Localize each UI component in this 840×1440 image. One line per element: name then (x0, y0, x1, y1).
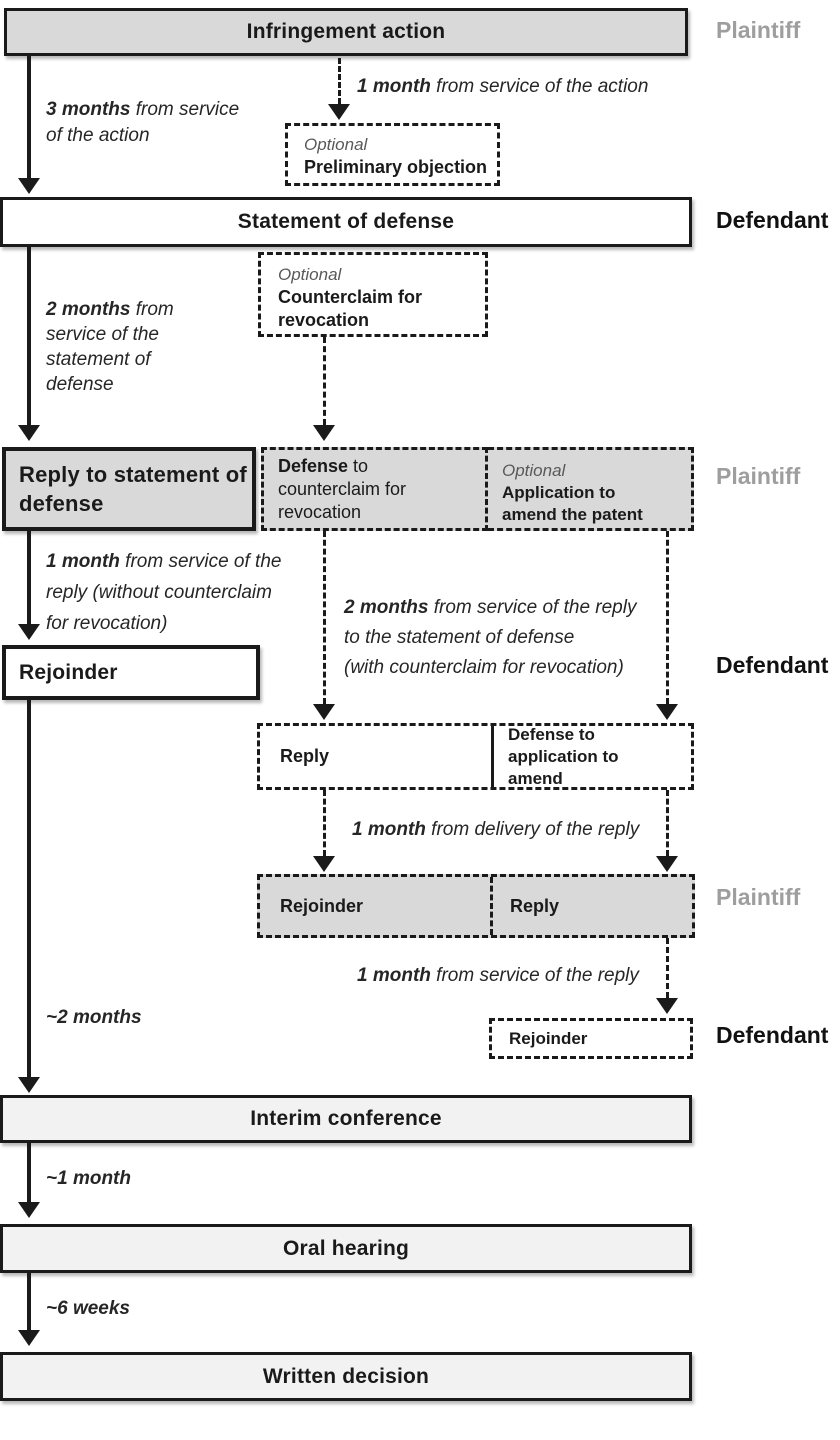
arrowhead-icon (313, 425, 335, 441)
annotation-line: (with counterclaim for revocation) (344, 657, 624, 678)
role-label-plaintiff-1: Plaintiff (716, 17, 801, 43)
annotation-two-months-reply: 2 months from service of the reply to th… (344, 593, 674, 683)
stage-written-decision: Written decision (0, 1352, 692, 1401)
annotation-bold: 2 months (344, 597, 429, 618)
role-label-plaintiff-3: Plaintiff (716, 884, 801, 910)
box-title: Reply (510, 895, 560, 916)
cell-reply: Reply (280, 726, 329, 787)
optional-label: Optional (278, 265, 342, 284)
box-title: Application to amend the patent (502, 483, 643, 524)
box-divider (491, 726, 494, 787)
box-title: Reply (280, 746, 330, 766)
optional-label: Optional (502, 461, 566, 480)
arrowhead-icon (656, 856, 678, 872)
box-preliminary-objection: Optional Preliminary objection (285, 123, 500, 186)
cell-rejoinder: Rejoinder (280, 877, 363, 935)
arrow-line-2 (27, 247, 31, 425)
dashed-line-6 (666, 790, 669, 856)
annotation-bold: 1 month (352, 819, 426, 840)
box-application-to-amend: Optional Application to amend the patent (488, 447, 694, 531)
role-label-defendant-2: Defendant (716, 652, 829, 678)
dashed-line-5 (323, 790, 326, 856)
annotation-approx-six-weeks: ~6 weeks (46, 1298, 130, 1319)
box-title: Defense to application to amend (508, 724, 619, 788)
box-title: Preliminary objection (304, 157, 488, 177)
annotation-rest: from service of the action (430, 76, 649, 97)
box-defense-to-counterclaim: Defense to counterclaim for revocation (261, 447, 488, 531)
arrow-line-3 (27, 531, 31, 624)
annotation-one-month-action: 1 month from service of the action (357, 74, 648, 100)
box-counterclaim-for-revocation: Optional Counterclaim for revocation (258, 252, 488, 337)
stage-statement-of-defense: Statement of defense (0, 197, 692, 247)
dashed-line-3 (323, 531, 326, 704)
annotation-bold: 3 months (46, 99, 131, 120)
role-label-plaintiff-2: Plaintiff (716, 463, 801, 489)
arrowhead-icon (18, 1077, 40, 1093)
annotation-approx-two-months: ~2 months (46, 1007, 142, 1028)
annotation-rest: from (130, 299, 174, 320)
box-divider (490, 877, 493, 935)
box-reply-and-defense-to-application: Reply Defense to application to amend (257, 723, 694, 790)
stage-interim-conference: Interim conference (0, 1095, 692, 1143)
annotation-bold: 2 months (46, 299, 131, 320)
arrowhead-icon (313, 704, 335, 720)
annotation-rest: from service (130, 99, 240, 120)
arrow-line-1 (27, 56, 31, 178)
role-label-defendant-3: Defendant (716, 1022, 829, 1048)
annotation-rest: from service of the reply (430, 965, 639, 986)
arrowhead-icon (18, 178, 40, 194)
stage-oral-hearing: Oral hearing (0, 1224, 692, 1273)
cell-reply-gray: Reply (510, 877, 559, 935)
arrowhead-icon (328, 104, 350, 120)
box-title: Rejoinder (509, 1029, 588, 1048)
cell-defense-to-application: Defense to application to amend (508, 724, 668, 788)
annotation-line: defense (46, 374, 114, 395)
role-label-defendant-1: Defendant (716, 207, 829, 233)
stage-rejoinder: Rejoinder (2, 645, 260, 700)
annotation-line: of the action (46, 125, 150, 146)
box-title-bold: Defense (278, 455, 349, 476)
box-title-rest: to counterclaim for revocation (278, 455, 407, 522)
annotation-line: to the statement of defense (344, 627, 575, 648)
box-rejoinder-and-reply: Rejoinder Reply (257, 874, 695, 938)
arrowhead-icon (18, 1202, 40, 1218)
annotation-line: statement of (46, 349, 151, 370)
arrowhead-icon (18, 425, 40, 441)
stage-infringement-action: Infringement action (4, 8, 688, 56)
dashed-line-7 (666, 938, 669, 998)
annotation-one-month-service-reply: 1 month from service of the reply (357, 963, 639, 989)
arrowhead-icon (656, 998, 678, 1014)
annotation-two-months-defense: 2 months from service of the statement o… (46, 297, 196, 397)
arrow-line-6 (27, 1273, 31, 1330)
box-rejoinder-final: Rejoinder (489, 1018, 693, 1059)
arrowhead-icon (18, 1330, 40, 1346)
arrowhead-icon (313, 856, 335, 872)
dashed-line-4 (666, 531, 669, 704)
stage-reply-to-statement-of-defense: Reply to statement of defense (2, 447, 256, 531)
arrowhead-icon (656, 704, 678, 720)
box-title: Rejoinder (280, 895, 364, 916)
dashed-line-2 (323, 337, 326, 425)
annotation-rest: from service of the reply (428, 597, 637, 618)
arrow-line-5 (27, 1143, 31, 1202)
box-title: Counterclaim for revocation (278, 287, 423, 330)
annotation-three-months: 3 months from service of the action (46, 97, 256, 149)
optional-label: Optional (304, 135, 368, 154)
annotation-bold: 1 month (46, 551, 120, 572)
arrowhead-icon (18, 624, 40, 640)
annotation-line: for revocation) (46, 613, 168, 634)
arrow-line-4 (27, 700, 31, 1077)
annotation-line: service of the (46, 324, 159, 345)
annotation-approx-one-month: ~1 month (46, 1168, 131, 1189)
annotation-line: reply (without counterclaim (46, 582, 272, 603)
annotation-one-month-reply-without: 1 month from service of the reply (witho… (46, 546, 306, 639)
annotation-rest: from service of the (119, 551, 282, 572)
annotation-bold: 1 month (357, 76, 431, 97)
annotation-bold: 1 month (357, 965, 431, 986)
annotation-one-month-delivery: 1 month from delivery of the reply (352, 817, 639, 843)
dashed-line-1 (338, 58, 341, 104)
annotation-rest: from delivery of the reply (425, 819, 640, 840)
